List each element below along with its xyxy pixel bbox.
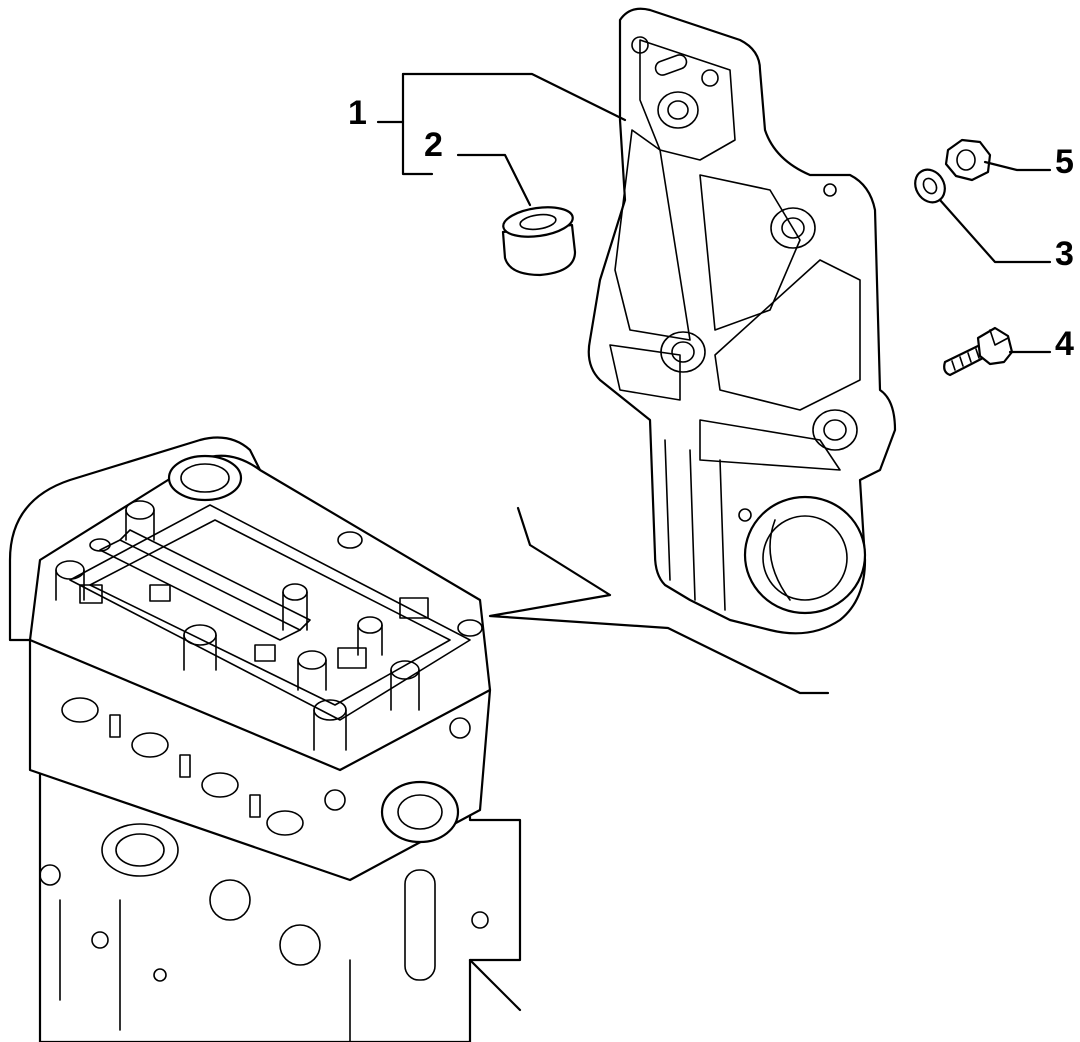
callout-5-label: 5: [1055, 143, 1074, 181]
engine-mount-bracket: [587, 7, 897, 635]
nut-part: [944, 138, 992, 182]
callout-1-label: 1: [348, 94, 367, 132]
washer-part: [914, 168, 946, 204]
engine-block: [8, 436, 522, 1042]
bushing-part: [501, 206, 577, 277]
callout-2-label: 2: [424, 126, 443, 164]
leader-lines: [376, 72, 1052, 695]
callout-3-label: 3: [1055, 235, 1074, 273]
callout-4-label: 4: [1055, 325, 1074, 363]
bolt-part: [943, 326, 1014, 377]
